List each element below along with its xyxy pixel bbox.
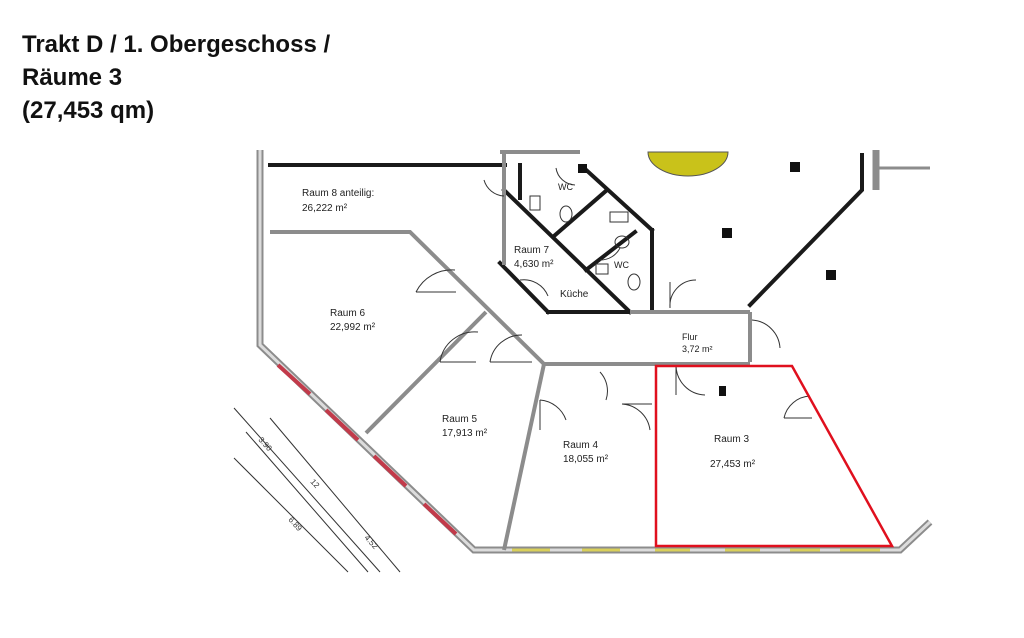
page-title: Trakt D / 1. Obergeschoss / Räume 3 (27,… <box>22 28 330 127</box>
raum-8-name: Raum 8 anteilig: <box>302 188 374 199</box>
raum-3-name: Raum 3 <box>714 434 749 445</box>
dimension-label-12: 12 <box>309 477 322 490</box>
dimension-label-452: 4.52 <box>363 533 380 551</box>
raum-6-name: Raum 6 <box>330 308 365 319</box>
raum-3-area: 27,453 m² <box>710 459 756 470</box>
raum-8-area: 26,222 m² <box>302 203 348 214</box>
raum-5-name: Raum 5 <box>442 414 477 425</box>
flur-area: 3,72 m² <box>682 344 713 354</box>
outer-walls-inner <box>258 150 932 552</box>
raum-4-name: Raum 4 <box>563 440 598 451</box>
columns <box>578 162 836 396</box>
kueche-label: Küche <box>560 289 589 300</box>
flur-name: Flur <box>682 332 698 342</box>
wc-2-label: WC <box>614 260 629 270</box>
wc-1-label: WC <box>558 182 573 192</box>
raum-3-highlight <box>654 364 895 548</box>
atrium-yellow <box>647 151 729 177</box>
raum-7-area: 4,630 m² <box>514 259 554 270</box>
outer-walls <box>256 150 933 554</box>
title-line-1: Trakt D / 1. Obergeschoss / <box>22 31 331 58</box>
dimension-lines <box>233 407 401 573</box>
raum-6-area: 22,992 m² <box>330 322 376 333</box>
room-divider-walls <box>270 150 752 551</box>
door-swings <box>415 167 812 431</box>
dimension-label-689: 6.89 <box>287 515 304 533</box>
raum-5-area: 17,913 m² <box>442 428 488 439</box>
raum-7-name: Raum 7 <box>514 245 549 256</box>
raum-4-area: 18,055 m² <box>563 454 609 465</box>
title-line-2: Räume 3 <box>22 64 123 91</box>
windows <box>276 363 458 536</box>
wc-fixtures <box>529 195 641 291</box>
interior-walls <box>268 153 864 315</box>
title-line-3: (27,453 qm) <box>22 97 155 124</box>
